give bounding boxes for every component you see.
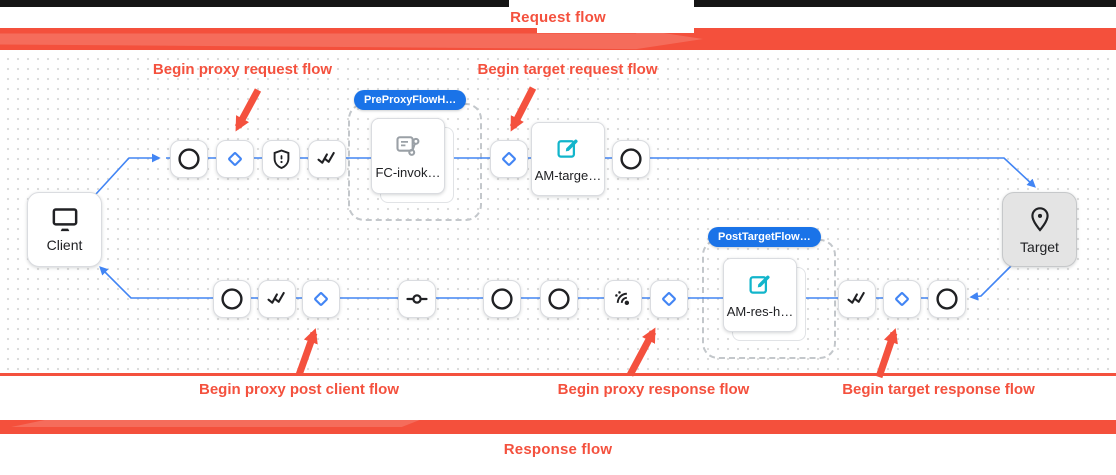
response-step-node[interactable]	[650, 280, 688, 318]
shield-icon	[273, 148, 289, 169]
fc-invoke-label: FC-invok…	[375, 164, 441, 180]
request-step-node[interactable]	[612, 140, 650, 178]
dash-circle-icon	[406, 294, 428, 304]
request-flow-band	[0, 28, 1116, 50]
circle-icon	[491, 288, 513, 310]
response-step-node[interactable]	[928, 280, 966, 318]
pre-proxy-flowhook-badge[interactable]: PreProxyFlowH…	[354, 90, 467, 110]
annotation-begin-target-request: Begin target request flow	[477, 61, 658, 78]
client-node[interactable]: Client	[27, 192, 102, 267]
request-step-node[interactable]	[308, 140, 346, 178]
response-step-node[interactable]	[302, 280, 340, 318]
diamond-icon	[228, 152, 242, 166]
request-flow-arrow	[0, 28, 704, 50]
request-band-notch	[537, 28, 694, 33]
annotation-begin-target-response: Begin target response flow	[842, 381, 1035, 398]
diamond-icon	[502, 152, 516, 166]
top-black-bar-notch	[509, 0, 694, 7]
am-response-label: AM-res-h…	[726, 304, 794, 319]
response-flow-arrow	[11, 420, 420, 427]
request-step-node[interactable]	[262, 140, 300, 178]
response-step-node[interactable]	[258, 280, 296, 318]
response-step-node[interactable]	[883, 280, 921, 318]
annotation-begin-proxy-post-client: Begin proxy post client flow	[199, 381, 400, 398]
annotation-begin-proxy-response: Begin proxy response flow	[557, 381, 750, 398]
am-target-policy-card[interactable]: AM-targe…	[531, 122, 605, 196]
response-step-node[interactable]	[540, 280, 578, 318]
post-target-flowhook-badge[interactable]: PostTargetFlow…	[708, 227, 821, 247]
response-step-node[interactable]	[483, 280, 521, 318]
circle-icon	[936, 288, 958, 310]
request-step-node[interactable]	[216, 140, 254, 178]
double-check-icon	[267, 291, 285, 304]
assign-message-icon	[748, 275, 770, 294]
target-node[interactable]: Target	[1002, 192, 1077, 267]
response-step-node[interactable]	[398, 280, 436, 318]
location-pin-icon	[1030, 206, 1049, 232]
annotation-begin-proxy-request: Begin proxy request flow	[152, 61, 333, 78]
diamond-icon	[314, 292, 328, 306]
response-step-node[interactable]	[604, 280, 642, 318]
assign-message-icon	[556, 139, 578, 158]
circle-icon	[178, 148, 200, 170]
request-step-node[interactable]	[490, 140, 528, 178]
request-flow-title: Request flow	[510, 9, 606, 26]
response-flow-band	[0, 420, 1116, 434]
target-label: Target	[1020, 238, 1059, 255]
response-step-node[interactable]	[838, 280, 876, 318]
flow-canvas[interactable]	[0, 50, 1116, 373]
response-flow-title: Response flow	[503, 441, 613, 458]
sensors-icon	[614, 290, 629, 305]
response-step-node[interactable]	[213, 280, 251, 318]
response-divider-line	[0, 373, 1116, 376]
am-target-label: AM-targe…	[534, 168, 602, 183]
monitor-icon	[52, 207, 77, 231]
flow-callout-icon	[396, 135, 420, 156]
am-response-policy-card[interactable]: AM-res-h…	[723, 258, 797, 332]
request-step-node[interactable]	[170, 140, 208, 178]
circle-icon	[548, 288, 570, 310]
circle-icon	[620, 148, 642, 170]
fc-invoke-policy-card[interactable]: FC-invok…	[371, 118, 445, 194]
client-label: Client	[46, 236, 83, 253]
circle-icon	[221, 288, 243, 310]
diamond-icon	[662, 292, 676, 306]
diamond-icon	[895, 292, 909, 306]
double-check-icon	[847, 291, 865, 304]
double-check-icon	[317, 151, 335, 164]
